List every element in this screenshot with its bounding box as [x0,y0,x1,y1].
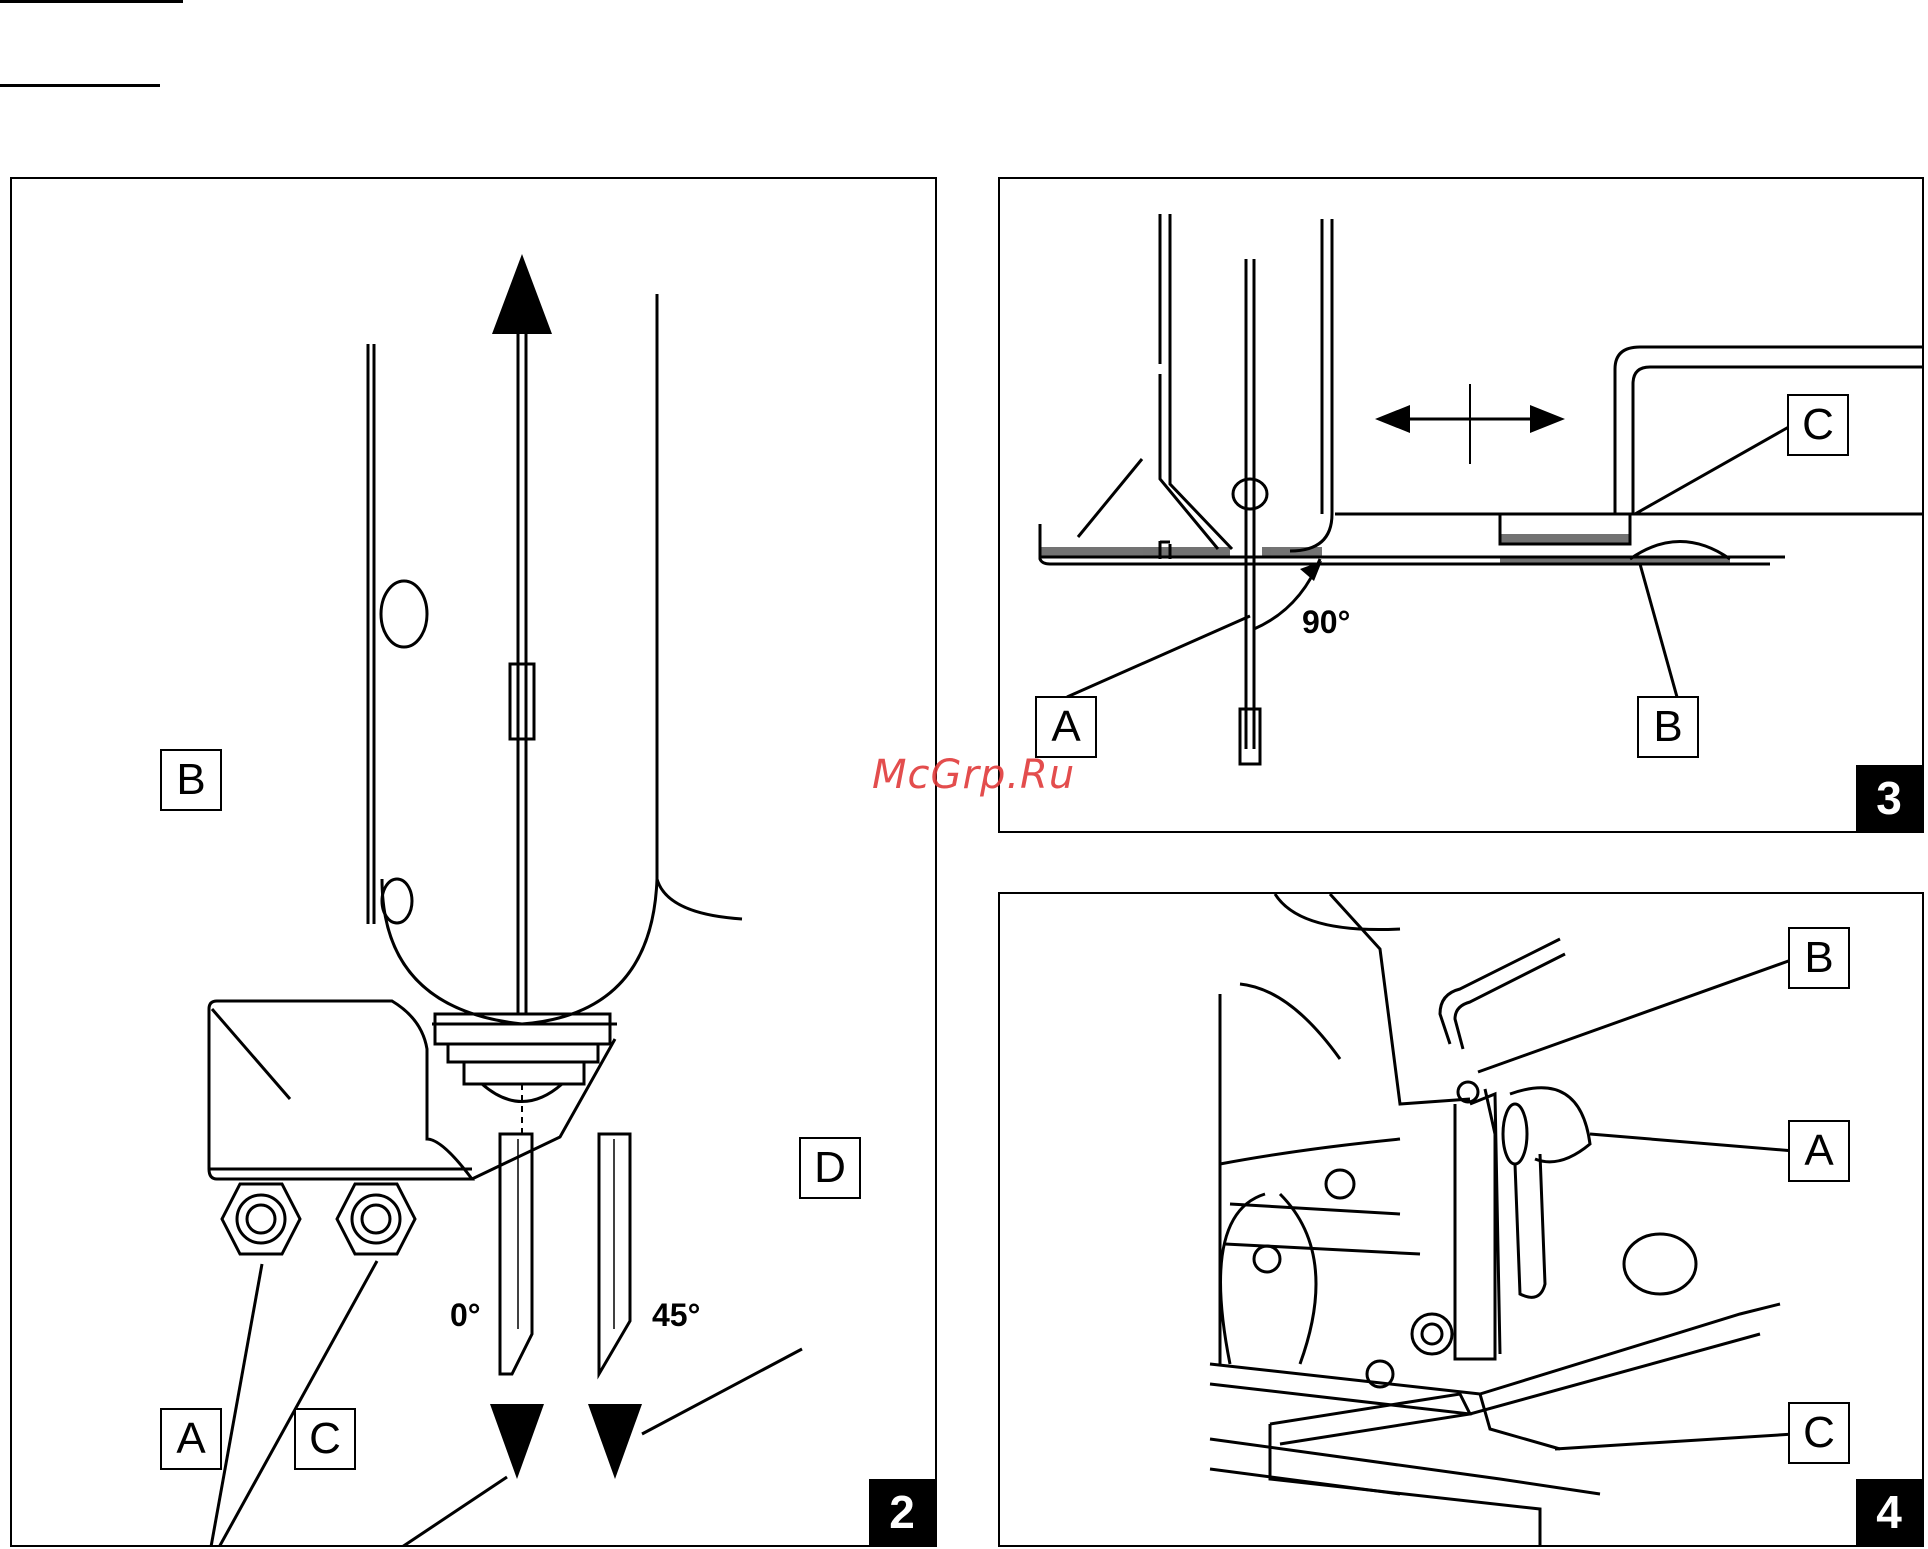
figure-4-panel: B A C 4 [998,892,1924,1547]
header-rule-top [0,0,183,3]
angle-label-0-deg: 0° [450,1297,481,1334]
header-rule-second [0,84,160,87]
figure-2-callout-c: C [294,1408,356,1470]
figure-2-callout-d: D [799,1137,861,1199]
angle-label-90-deg: 90° [1302,604,1350,641]
figure-3-callout-a: A [1035,696,1097,758]
figure-3-drawing [1000,179,1924,833]
figure-2-panel: B A C D 0° 45° 2 [10,177,937,1547]
figure-2-number: 2 [869,1479,935,1545]
figure-3-callout-b: B [1637,696,1699,758]
figure-3-number: 3 [1856,765,1922,831]
figure-3-callout-c: C [1787,394,1849,456]
figure-4-number: 4 [1856,1479,1922,1545]
figure-2-callout-b: B [160,749,222,811]
figure-4-callout-b: B [1788,927,1850,989]
figure-4-callout-a: A [1788,1120,1850,1182]
figure-2-callout-a: A [160,1408,222,1470]
watermark-text: McGrp.Ru [872,752,1075,798]
angle-label-45-deg: 45° [652,1297,700,1334]
figure-3-panel: C A B 90° 3 [998,177,1924,833]
figure-4-drawing [1000,894,1924,1547]
figure-4-callout-c: C [1788,1402,1850,1464]
figure-2-drawing [12,179,937,1547]
